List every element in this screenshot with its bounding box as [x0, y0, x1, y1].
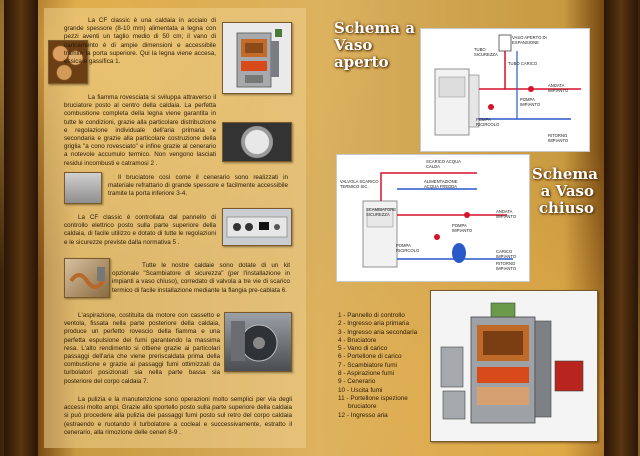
- open-vessel-diagram: [420, 28, 590, 152]
- boiler-cutaway-photo: [222, 22, 292, 94]
- label-return-closed: RITORNO IMPIANTO: [496, 261, 517, 271]
- exploded-boiler-drawing: [440, 302, 584, 424]
- legend-item: 9 - Cenerario: [338, 378, 376, 386]
- tree-trunk-right: [604, 0, 638, 456]
- flame-paragraph: La fiamma rovesciata si sviluppa attrave…: [64, 94, 216, 167]
- control-panel-illustration: [226, 216, 288, 238]
- legend-item: 4 - Bruciatore: [338, 336, 377, 344]
- legend-item: 10 - Uscita fumi: [338, 386, 383, 394]
- fan-motor-illustration: [231, 321, 278, 362]
- closed-vessel-schematic: [362, 172, 513, 268]
- label-hot-discharge: SCARICO ACQUA CALDA: [426, 159, 461, 169]
- exploded-boiler-illustration: [430, 290, 598, 442]
- boiler-cutaway-illustration: [236, 29, 282, 88]
- refractory-paragraph: Il bruciatore così come il cenerario son…: [108, 174, 288, 198]
- legend-item: 3 - Ingresso aria secondaria: [338, 328, 418, 336]
- intro-paragraph: La CF classic è una caldaia in acciaio d…: [64, 17, 216, 66]
- ash-drawer-photo: [64, 172, 102, 204]
- label-flow-closed: ANDATA IMPIANTO: [496, 209, 517, 219]
- label-cold-supply: ALIMENTAZIONE ACQUA FREDDA: [424, 179, 458, 189]
- legend-item: 2 - Ingresso aria primaria: [338, 320, 410, 328]
- label-fill-pipe: TUBO CARICO: [508, 61, 538, 66]
- safety-exchanger-photo: [64, 258, 110, 298]
- burner-photo: [222, 122, 292, 162]
- label-open-vessel: VASO APERTO DI ESPANSIONE: [512, 35, 547, 45]
- components-legend: 1 - Pannello di controllo 2 - Ingresso a…: [338, 312, 428, 420]
- legend-item: 7 - Scambiatore fumi: [338, 361, 397, 369]
- copper-coil-illustration: [69, 267, 105, 289]
- control-paragraph: La CF classic è controllata dal pannello…: [64, 214, 216, 246]
- legend-item: 6 - Portellone di carico: [338, 353, 402, 361]
- closed-vessel-title: Schema a Vaso chiuso: [532, 165, 599, 217]
- closed-vessel-diagram: [336, 154, 530, 282]
- legend-item: 12 - Ingresso aria: [338, 411, 388, 419]
- cleaning-paragraph: La pulizia e la manutenzione sono operaz…: [64, 396, 292, 436]
- tree-trunk-left: [4, 0, 38, 456]
- label-return: RITORNO IMPIANTO: [548, 133, 569, 143]
- legend-item: 5 - Vano di carico: [338, 345, 388, 353]
- label-recirc-pump: POMPA RICIRCOLO: [476, 117, 500, 127]
- legend-item: 1 - Pannello di controllo: [338, 312, 405, 319]
- label-fill-closed: CARICO IMPIANTO: [496, 249, 517, 259]
- legend-item: 8 - Aspirazione fumi: [338, 370, 395, 378]
- label-system-pump: POMPA IMPIANTO: [520, 97, 541, 107]
- label-thermal-valve: VALVOLA SCARICO TERMICO SIC.: [340, 179, 379, 189]
- safety-kit-paragraph: Tutte le nostre caldaie sono dotate di u…: [112, 262, 290, 294]
- control-panel-photo: [222, 208, 292, 246]
- label-safety-exchanger: SCAMBIATORE SICUREZZA: [366, 207, 397, 217]
- label-safety-pipe: TUBO SICUREZZA: [474, 47, 498, 57]
- open-vessel-schematic: [434, 34, 581, 136]
- label-recirc-pump-closed: POMPA RICIRCOLO: [396, 243, 420, 253]
- fan-motor-photo: [224, 312, 292, 372]
- legend-item: 11 - Portellone ispezione bruciatore: [338, 394, 408, 411]
- open-vessel-title: Schema a Vaso aperto: [334, 19, 415, 71]
- label-system-pump-closed: POMPA IMPIANTO: [452, 223, 473, 233]
- label-flow: ANDATA IMPIANTO: [548, 83, 569, 93]
- aspiration-paragraph: L'aspirazione, costituita da motore con …: [64, 312, 220, 385]
- firewood-photo: [48, 40, 88, 84]
